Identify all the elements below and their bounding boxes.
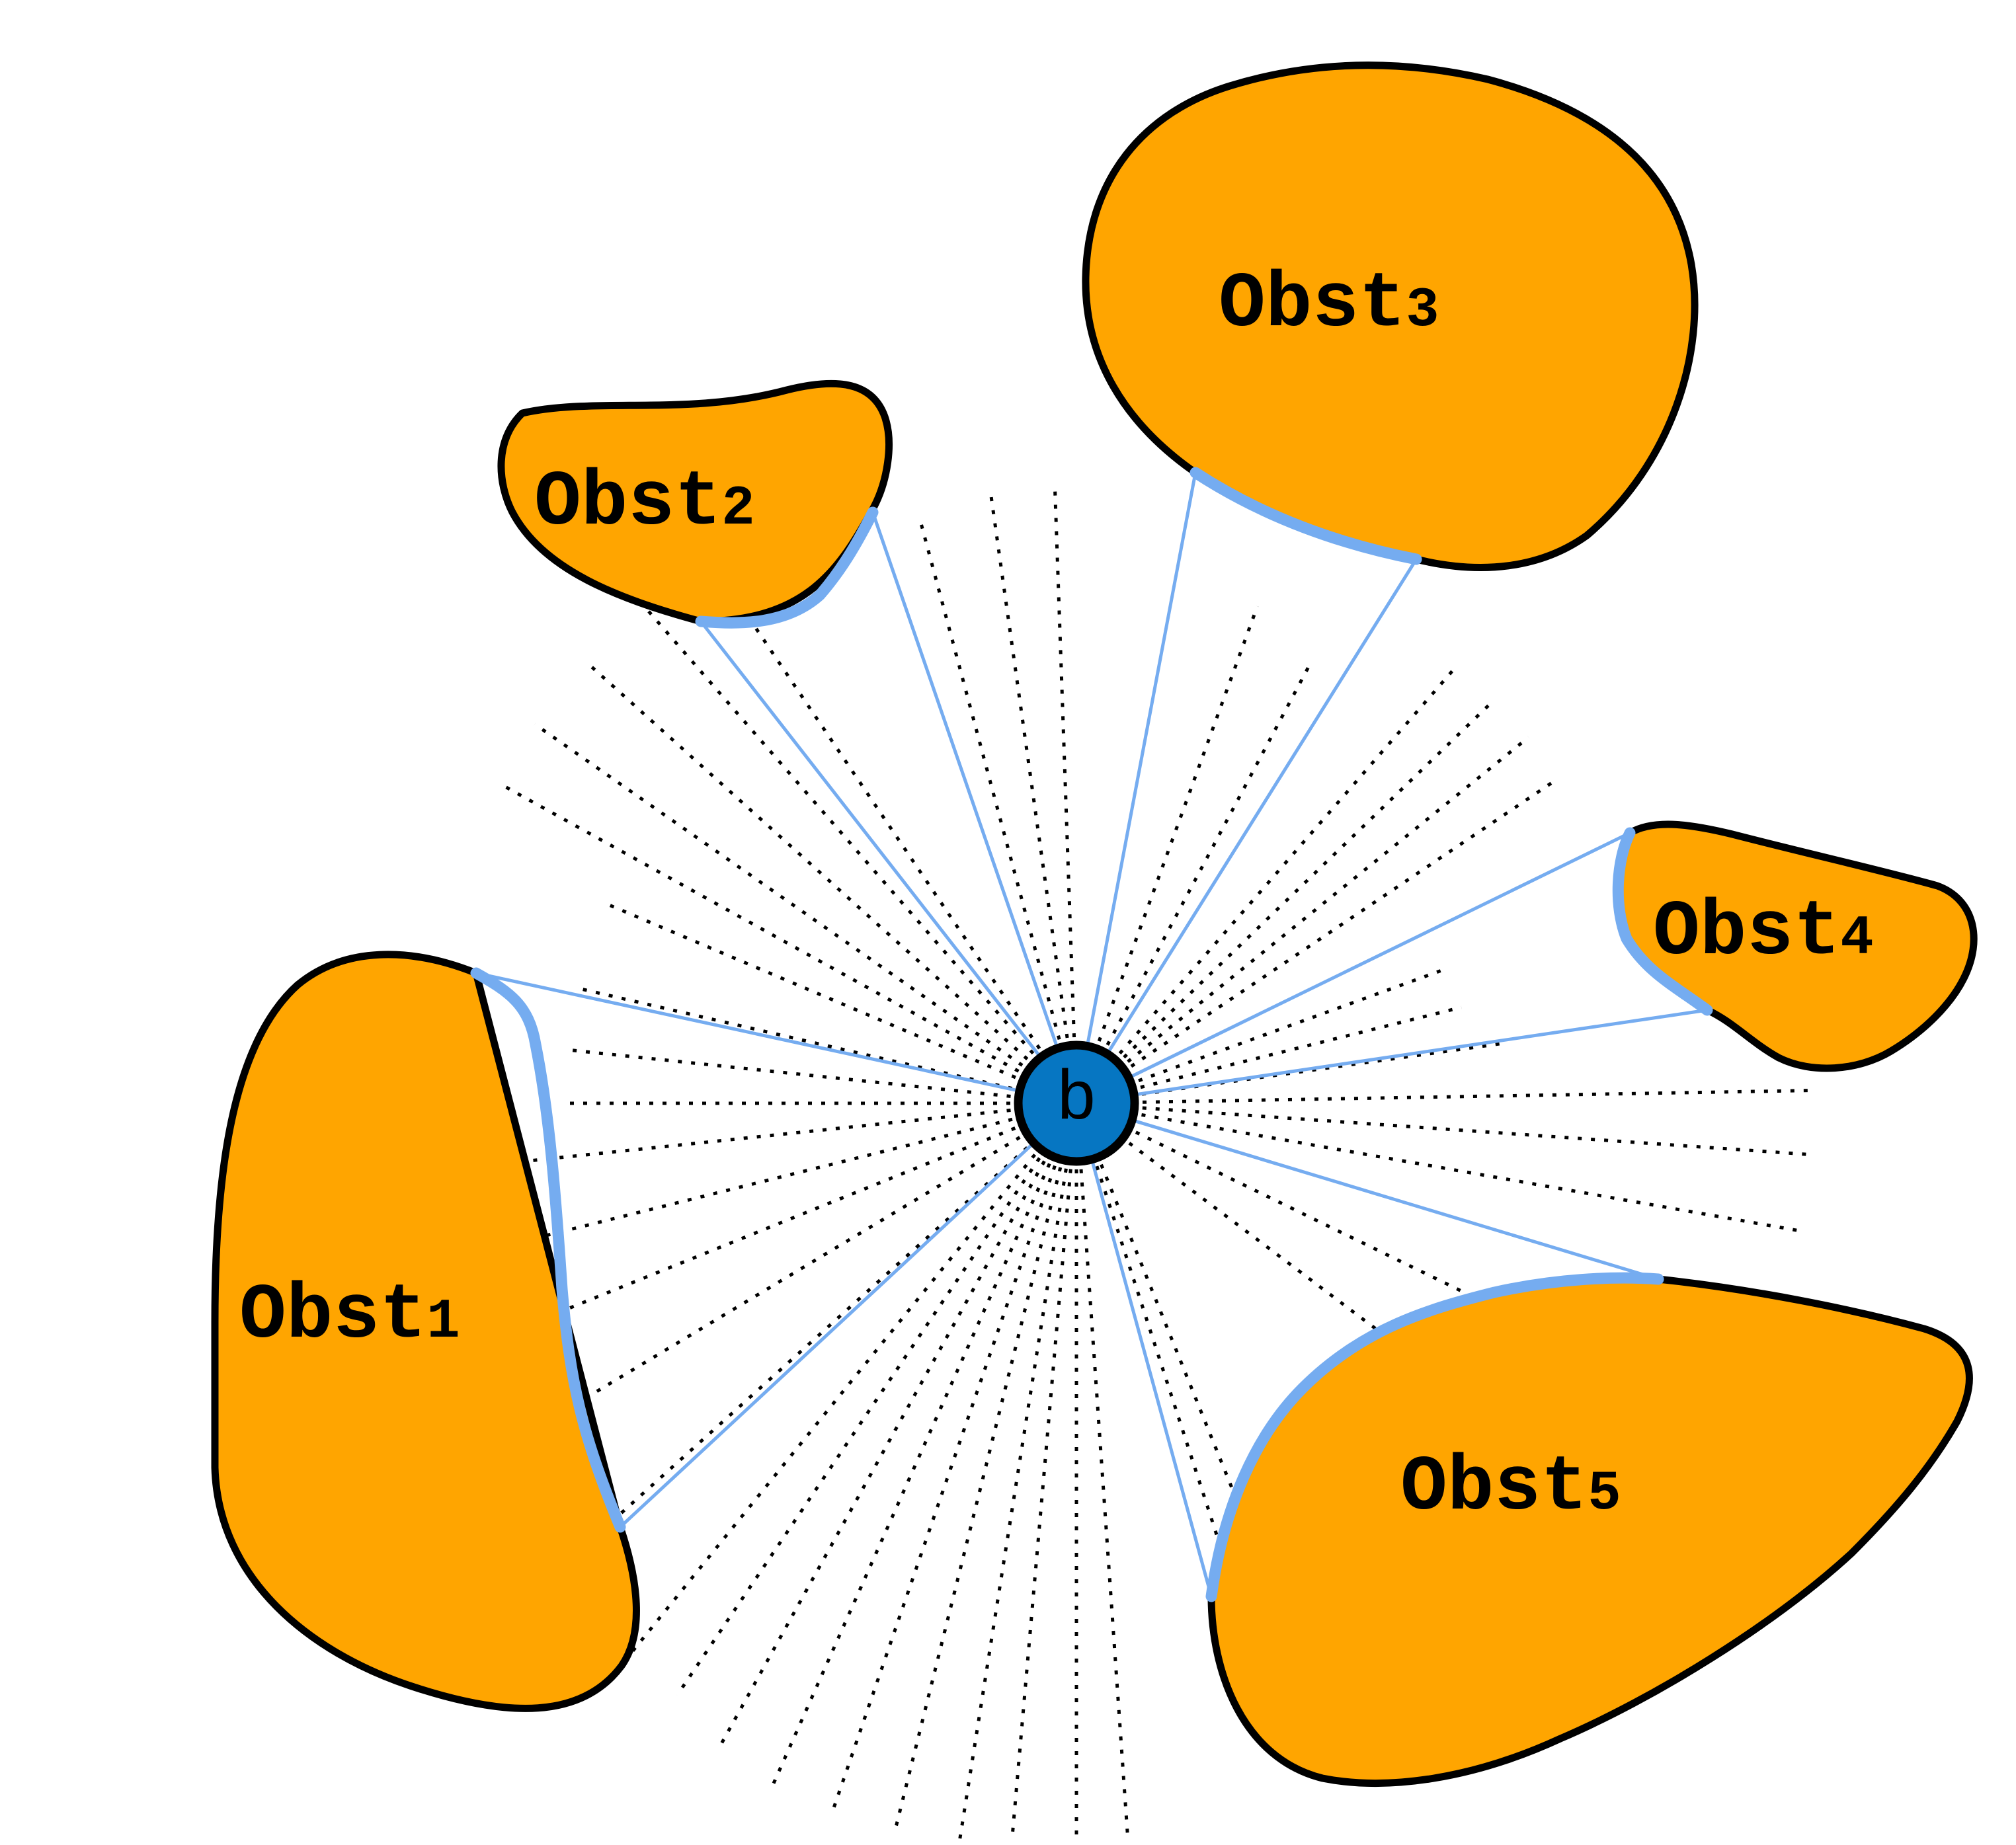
probe-ray [1140, 1005, 1462, 1089]
probe-ray [709, 559, 1041, 1050]
obstacle-5-shape [1207, 1274, 1973, 1787]
probe-ray [625, 1154, 1037, 1659]
visibility-ray [699, 619, 1078, 1105]
visibility-rays [474, 471, 1709, 1598]
visibility-ray [871, 510, 1078, 1105]
probe-ray [1142, 1106, 1816, 1157]
obstacle-3-shape [1082, 61, 1699, 571]
probe-ray [1123, 697, 1496, 1059]
probe-ray [1100, 1163, 1351, 1778]
query-point: q [1014, 1040, 1139, 1166]
probe-ray [1106, 658, 1314, 1046]
obstacle-1-shape [211, 951, 640, 1712]
visibility-ray [474, 971, 1078, 1105]
probe-ray [451, 1109, 1011, 1171]
probe-ray [1118, 663, 1460, 1055]
probe-ray [894, 1167, 1063, 1829]
probe-ray [989, 494, 1069, 1039]
query-point-label: q [1056, 1061, 1097, 1139]
visibility-ray [1074, 1008, 1709, 1105]
obstacle-1-visible-boundary [470, 967, 626, 1533]
obstacle-3-label: Obst3 [1219, 261, 1439, 349]
obstacle-2: Obst2 [497, 379, 893, 629]
visibility-ray [618, 1101, 1078, 1529]
obstacle-5: Obst5 [1205, 1272, 1973, 1787]
obstacle-4: Obst4 [1612, 820, 1978, 1072]
obstacle-4-label: Obst4 [1653, 889, 1874, 977]
probe-ray [641, 603, 1035, 1055]
probe-ray [1097, 606, 1259, 1042]
probe-ray [564, 1146, 1029, 1565]
probe-ray [917, 515, 1061, 1040]
probe-ray [715, 1160, 1046, 1752]
probe-ray [466, 1117, 1013, 1257]
obstacle-4-visible-boundary [1612, 827, 1713, 1016]
obstacle-3: Obst3 [1082, 61, 1699, 571]
probe-ray [831, 1165, 1057, 1811]
probe-ray [1142, 1089, 1814, 1104]
visibility-ray [1074, 1101, 1660, 1281]
probe-ray [580, 987, 1013, 1090]
visibility-ray [1074, 831, 1632, 1105]
probe-ray [676, 1157, 1041, 1696]
obstacle-5-label: Obst5 [1400, 1444, 1621, 1532]
query-point-marker [1014, 1040, 1139, 1166]
visibility-ray [1074, 471, 1197, 1105]
obstacle-2-label: Obst2 [534, 459, 755, 547]
obstacle-5-visible-boundary [1205, 1272, 1664, 1602]
probe-ray [534, 723, 1024, 1067]
probe-ray [584, 660, 1029, 1060]
probe-ray [1130, 780, 1554, 1068]
probe-ray [957, 1168, 1068, 1842]
obstacle-3-visible-boundary [1189, 467, 1422, 565]
probe-rays [451, 489, 1816, 1844]
visibility-ray [1074, 557, 1418, 1105]
probe-ray [1138, 966, 1450, 1083]
obstacle-1-label: Obst1 [239, 1273, 460, 1360]
probe-ray [601, 900, 1016, 1080]
visibility-ray [1074, 1101, 1213, 1598]
obstacle-1: Obst1 [211, 951, 640, 1712]
probe-ray [1053, 489, 1076, 1038]
obstacle-2-visible-boundary [695, 506, 879, 629]
